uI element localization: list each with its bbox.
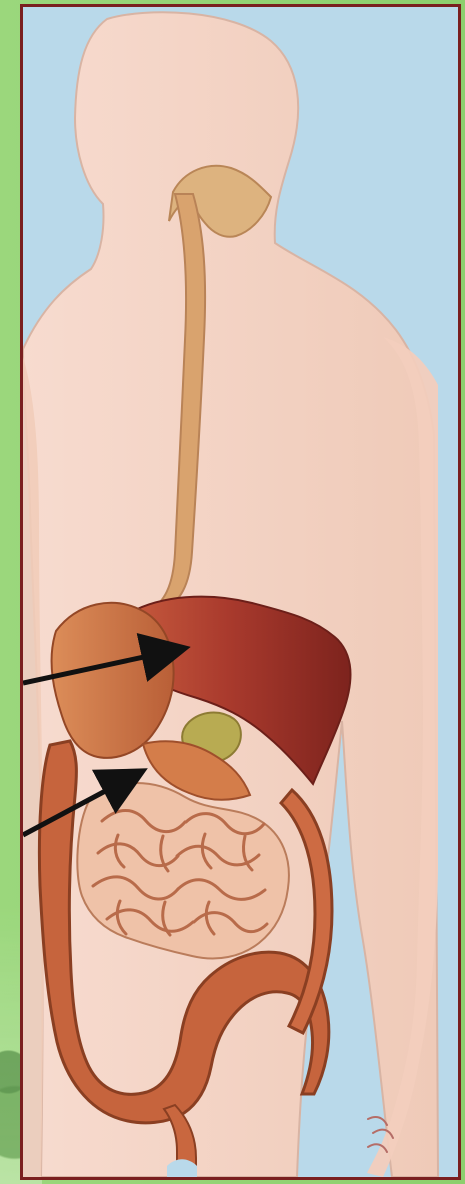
digestive-system-diagram — [23, 7, 458, 1177]
digestive-system-panel — [20, 4, 461, 1180]
